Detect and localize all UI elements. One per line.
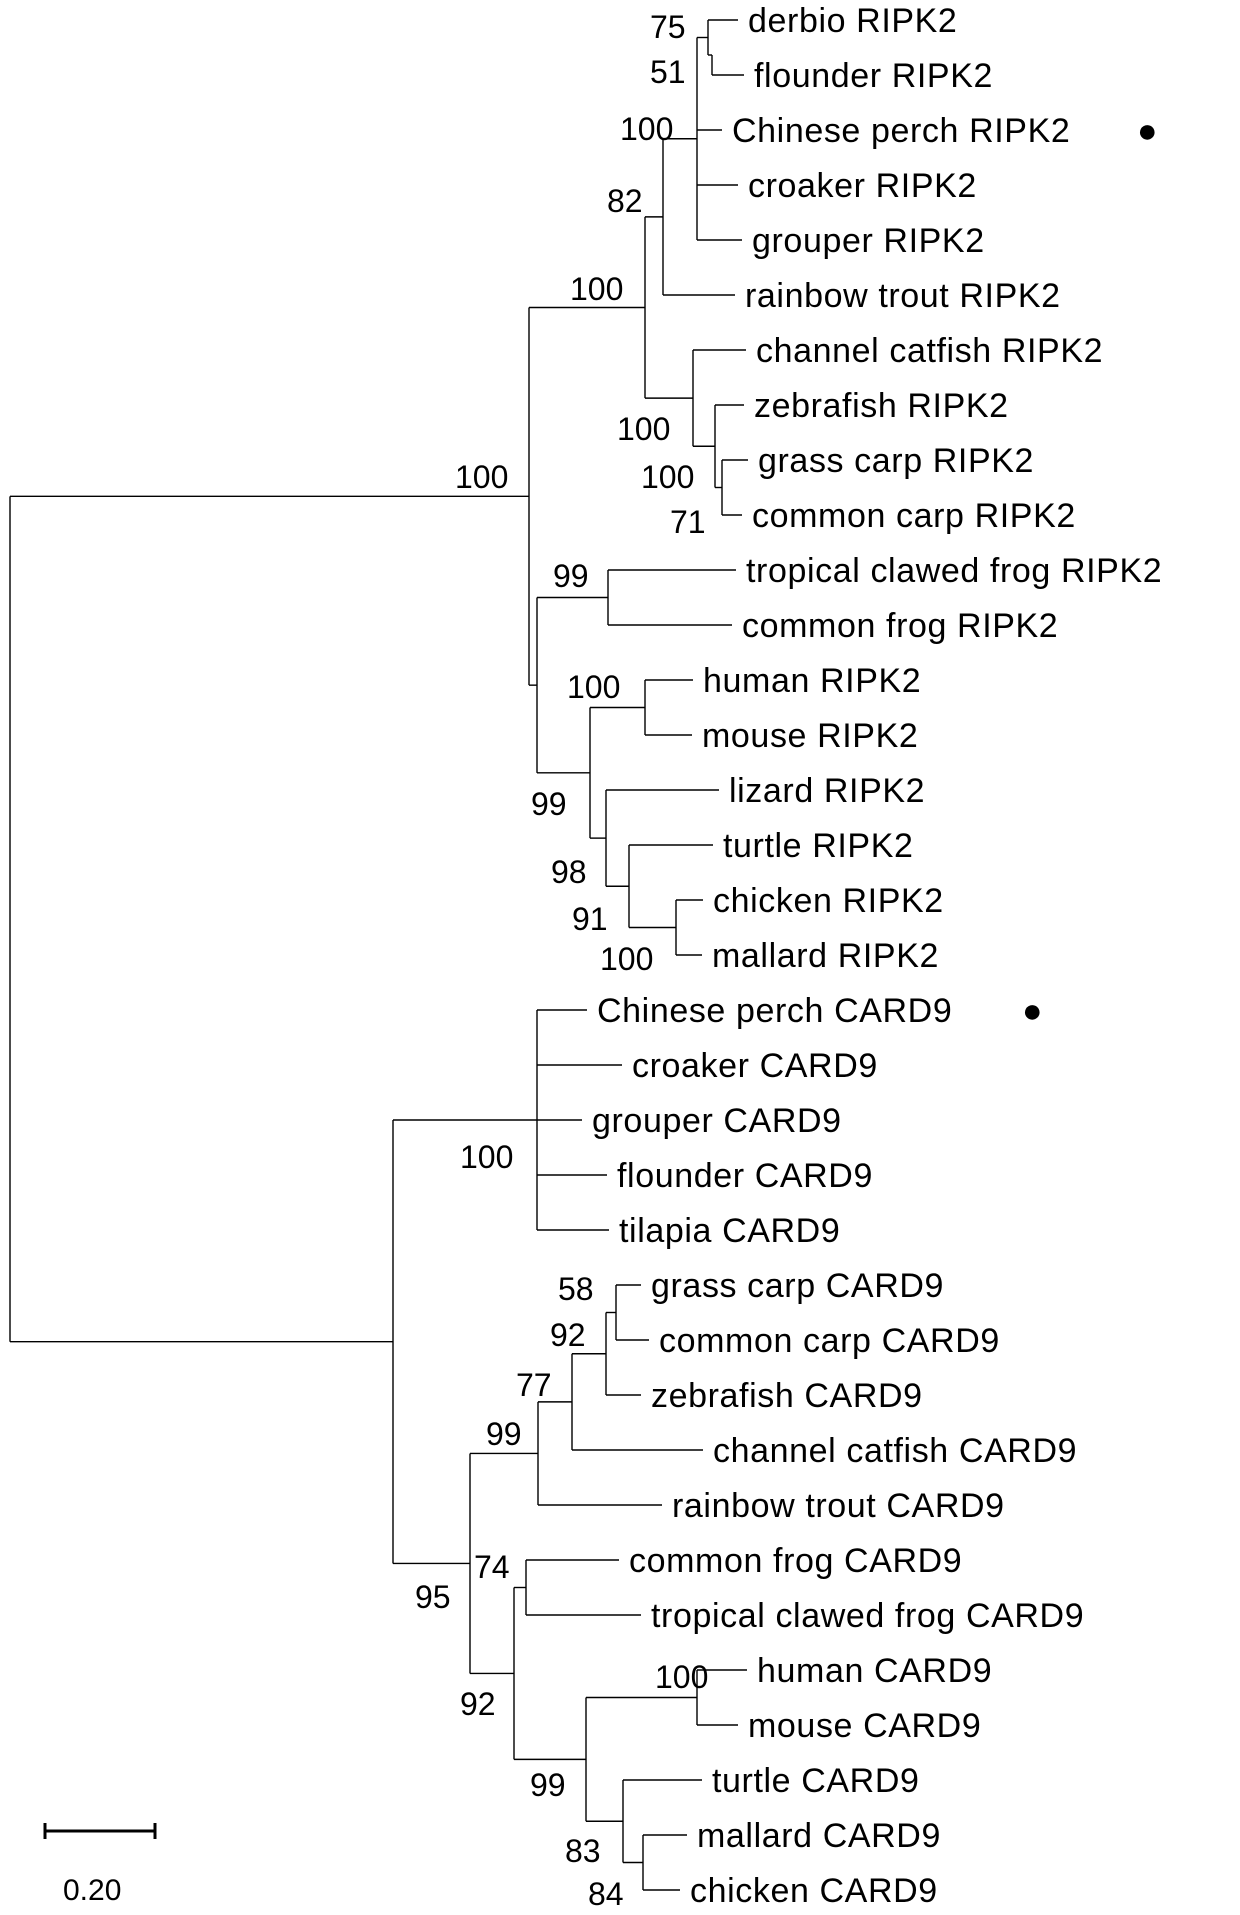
leaf-label-mallard-card9: mallard CARD9: [697, 1817, 941, 1855]
leaf-label-chicken-ripk2: chicken RIPK2: [713, 882, 944, 920]
leaf-labels: derbio RIPK2 flounder RIPK2 Chinese perc…: [592, 2, 1162, 1910]
leaf-label-common-carp-ripk2: common carp RIPK2: [752, 497, 1076, 535]
scale-bar: 0.20: [43, 1823, 157, 1907]
leaf-label-chicken-card9: chicken CARD9: [690, 1872, 938, 1910]
bootstrap-value: 91: [572, 901, 608, 937]
leaf-label-human-ripk2: human RIPK2: [703, 662, 921, 700]
leaf-label-channel-catfish-ripk2: channel catfish RIPK2: [756, 332, 1103, 370]
bootstrap-value: 77: [516, 1367, 552, 1403]
leaf-label-tropical-clawed-frog-ripk2: tropical clawed frog RIPK2: [746, 552, 1162, 590]
leaf-label-common-frog-card9: common frog CARD9: [629, 1542, 962, 1580]
bootstrap-value: 100: [600, 941, 653, 977]
leaf-label-croaker-card9: croaker CARD9: [632, 1047, 878, 1085]
bootstrap-value: 83: [565, 1833, 601, 1869]
bootstrap-value: 99: [486, 1416, 522, 1452]
bootstrap-value: 92: [460, 1686, 496, 1722]
bootstrap-value: 100: [655, 1659, 708, 1695]
bootstrap-value: 58: [558, 1271, 594, 1307]
leaf-label-channel-catfish-card9: channel catfish CARD9: [713, 1432, 1077, 1470]
bootstrap-value: 100: [620, 111, 673, 147]
leaf-label-mouse-ripk2: mouse RIPK2: [702, 717, 918, 755]
leaf-label-rainbow-trout-ripk2: rainbow trout RIPK2: [745, 277, 1061, 315]
leaf-label-chinese-perch-ripk2: Chinese perch RIPK2: [732, 112, 1070, 150]
leaf-label-human-card9: human CARD9: [757, 1652, 992, 1690]
leaf-label-rainbow-trout-card9: rainbow trout CARD9: [672, 1487, 1005, 1525]
bootstrap-value: 99: [553, 558, 589, 594]
bootstrap-value: 75: [650, 9, 686, 45]
leaf-label-grouper-ripk2: grouper RIPK2: [752, 222, 985, 260]
leaf-label-derbio-ripk2: derbio RIPK2: [748, 2, 957, 40]
bootstrap-value: 95: [415, 1579, 451, 1615]
leaf-label-common-frog-ripk2: common frog RIPK2: [742, 607, 1058, 645]
bootstrap-value: 51: [650, 54, 686, 90]
bootstrap-value: 74: [474, 1549, 510, 1585]
bootstrap-value: 100: [570, 271, 623, 307]
leaf-label-lizard-ripk2: lizard RIPK2: [729, 772, 925, 810]
tree-branches: [9, 19, 748, 1891]
leaf-label-mallard-ripk2: mallard RIPK2: [712, 937, 939, 975]
scale-bar-label: 0.20: [63, 1874, 121, 1907]
bootstrap-value: 99: [531, 786, 567, 822]
bootstrap-value: 99: [530, 1767, 566, 1803]
leaf-label-grouper-card9: grouper CARD9: [592, 1102, 842, 1140]
leaf-label-mouse-card9: mouse CARD9: [748, 1707, 981, 1745]
marker-dot-chinese-perch-ripk2: ●: [1137, 112, 1158, 150]
leaf-label-grass-carp-card9: grass carp CARD9: [651, 1267, 944, 1305]
bootstrap-value: 100: [617, 411, 670, 447]
leaf-label-zebrafish-card9: zebrafish CARD9: [651, 1377, 923, 1415]
leaf-label-flounder-card9: flounder CARD9: [617, 1157, 873, 1195]
leaf-label-turtle-card9: turtle CARD9: [712, 1762, 919, 1800]
leaf-label-croaker-ripk2: croaker RIPK2: [748, 167, 977, 205]
bootstrap-value: 71: [670, 504, 706, 540]
leaf-label-chinese-perch-card9: Chinese perch CARD9: [597, 992, 952, 1030]
bootstrap-value: 82: [607, 183, 643, 219]
bootstrap-value: 100: [641, 459, 694, 495]
bootstrap-values: 75 51 100 82 100 100 100 71 100 99 100 9…: [415, 9, 708, 1912]
bootstrap-value: 98: [551, 854, 587, 890]
bootstrap-value: 92: [550, 1317, 586, 1353]
leaf-label-tropical-clawed-frog-card9: tropical clawed frog CARD9: [651, 1597, 1084, 1635]
leaf-label-grass-carp-ripk2: grass carp RIPK2: [758, 442, 1034, 480]
leaf-label-turtle-ripk2: turtle RIPK2: [723, 827, 914, 865]
bootstrap-value: 100: [455, 459, 508, 495]
leaf-label-zebrafish-ripk2: zebrafish RIPK2: [754, 387, 1009, 425]
bootstrap-value: 84: [588, 1876, 624, 1912]
leaf-label-common-carp-card9: common carp CARD9: [659, 1322, 1000, 1360]
marker-dot-chinese-perch-card9: ●: [1022, 992, 1043, 1030]
bootstrap-value: 100: [460, 1139, 513, 1175]
leaf-label-tilapia-card9: tilapia CARD9: [619, 1212, 840, 1250]
leaf-label-flounder-ripk2: flounder RIPK2: [754, 57, 993, 95]
bootstrap-value: 100: [567, 669, 620, 705]
